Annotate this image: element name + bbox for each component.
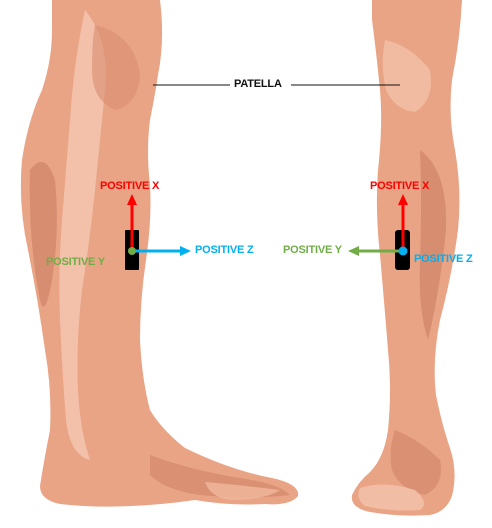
side-positive-x-label: POSITIVE X xyxy=(370,180,429,192)
front-z-arrowhead xyxy=(180,246,191,256)
side-z-axis-dot xyxy=(399,247,408,256)
side-y-arrowhead xyxy=(348,246,359,256)
front-positive-y-label: POSITIVE Y xyxy=(46,256,105,268)
front-view-leg xyxy=(21,0,298,507)
front-y-axis-dot xyxy=(128,247,136,255)
side-positive-y-label: POSITIVE Y xyxy=(283,244,342,256)
patella-label: PATELLA xyxy=(234,78,282,90)
front-positive-z-label: POSITIVE Z xyxy=(195,244,254,256)
front-positive-x-label: POSITIVE X xyxy=(100,180,159,192)
side-positive-z-label: POSITIVE Z xyxy=(414,253,473,265)
